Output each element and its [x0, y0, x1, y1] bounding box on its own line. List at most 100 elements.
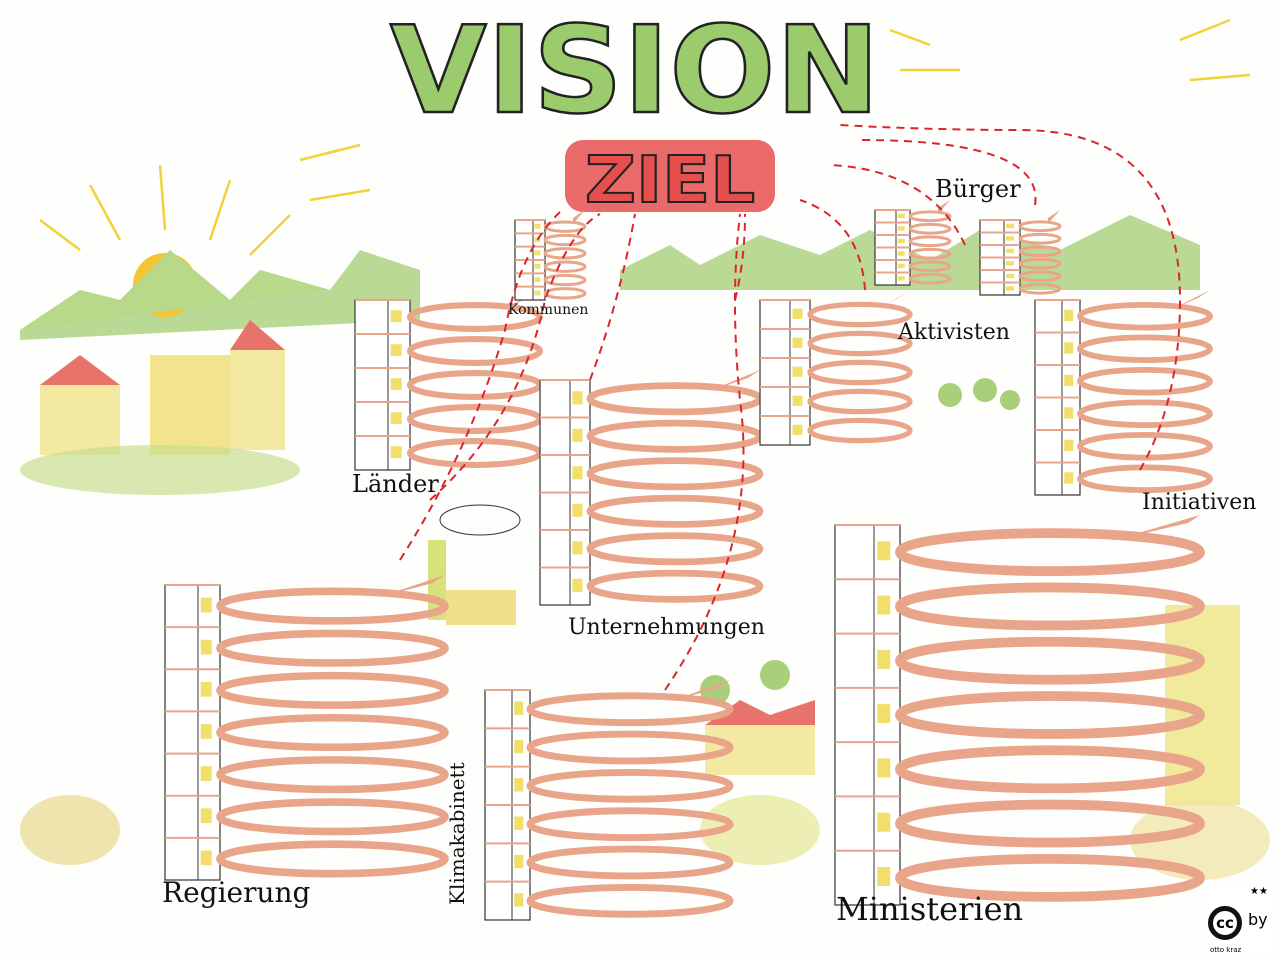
spiral-ramp	[406, 302, 544, 332]
spiral-tower	[834, 515, 1205, 906]
village	[20, 320, 300, 495]
spiral-ramp	[526, 845, 734, 880]
spiral-ramp	[895, 853, 1205, 902]
spiral-ramp	[216, 798, 449, 836]
vision-title: VISION ZIEL	[389, 1, 882, 219]
label-laender: Länder	[352, 470, 439, 498]
spiral-tower	[1034, 290, 1213, 496]
spiral-ramp	[216, 671, 449, 709]
dashed-path	[664, 213, 745, 691]
arrow-icon	[1048, 210, 1060, 224]
dashed-path	[839, 124, 1182, 471]
spiral-ramp	[1018, 270, 1062, 283]
spiral-tower	[514, 210, 587, 301]
spiral-ramp	[895, 691, 1205, 739]
vision-text: VISION	[390, 2, 880, 141]
spiral-ramp	[543, 287, 587, 300]
sun-ray	[1179, 18, 1231, 42]
spiral-ramp	[908, 222, 952, 235]
spiral-ramp	[586, 457, 764, 491]
arrow-icon	[880, 290, 910, 309]
trees	[938, 378, 1020, 410]
sun-ray	[208, 179, 232, 241]
spiral-ramp	[543, 220, 587, 233]
spiral-ramp	[895, 528, 1205, 577]
label-aktivisten: Aktivisten	[898, 320, 1010, 345]
spiral-tower	[979, 210, 1062, 296]
dashed-path	[399, 211, 561, 561]
spiral-ramp	[1077, 431, 1213, 461]
spiral-ramp	[406, 438, 544, 468]
sun-rays	[39, 18, 1251, 256]
spiral-ramp	[807, 301, 913, 328]
spiral-ramp	[543, 273, 587, 287]
spiral-ramp	[1077, 399, 1213, 429]
spiral-ramp	[543, 260, 587, 273]
spiral-tower	[539, 370, 764, 606]
spiral-ramp	[895, 745, 1205, 794]
spiral-ramp	[807, 417, 913, 444]
spiral-tower	[874, 200, 952, 286]
spiral-ramp	[586, 382, 764, 416]
spiral-ramp	[586, 569, 764, 603]
sun-ray	[299, 143, 361, 162]
arrow-icon	[1110, 515, 1200, 542]
spiral-ramp	[1018, 282, 1062, 295]
label-regierung: Regierung	[162, 876, 311, 909]
sun-ray	[309, 188, 371, 202]
spiral-ramp	[406, 404, 544, 434]
dashed-path	[859, 139, 1037, 206]
dashed-path	[734, 213, 746, 301]
cc-circle: cc	[1208, 906, 1242, 940]
spiral-ramp	[586, 494, 764, 528]
sun-ray	[889, 28, 931, 47]
label-ministerien: Ministerien	[836, 890, 1024, 928]
spiral-ramp	[1077, 464, 1213, 494]
spiral-ramp	[526, 768, 734, 803]
author: otto kraz	[1210, 946, 1242, 954]
spiral-ramp	[807, 330, 913, 357]
spiral-ramp	[586, 532, 764, 566]
spiral-ramp	[216, 629, 449, 667]
dashed-path	[429, 213, 601, 501]
spiral-ramp	[895, 799, 1205, 848]
spiral-ramp	[1018, 220, 1062, 233]
cc-by: by	[1248, 910, 1268, 929]
label-buerger: Bürger	[935, 175, 1021, 203]
spiral-ramp	[216, 840, 449, 878]
sun-ray	[88, 184, 122, 241]
spiral-ramp	[908, 260, 952, 273]
spiral-ramp	[908, 272, 952, 285]
sun-ray	[249, 214, 291, 256]
spiral-ramp	[526, 883, 734, 918]
spiral-ramp	[908, 235, 952, 248]
label-initiativen: Initiativen	[1142, 490, 1257, 515]
spiral-ramp	[216, 756, 449, 794]
spiral-ramp	[895, 582, 1205, 631]
spiral-ramp	[1077, 366, 1213, 396]
spiral-ramp	[406, 336, 544, 366]
houses	[700, 660, 820, 865]
cc-license-badge: ★★ cc by otto kraz	[1206, 884, 1276, 958]
spiral-ramp	[1077, 334, 1213, 364]
dashed-path	[799, 199, 866, 291]
sun-ray	[39, 219, 81, 251]
dashed-path	[829, 164, 966, 246]
arrow-icon	[709, 370, 760, 392]
label-unternehmungen: Unternehmungen	[568, 615, 765, 640]
arrow-icon	[573, 210, 585, 224]
sun-ray	[158, 164, 167, 231]
arrow-icon	[377, 575, 445, 598]
spiral-ramp	[1018, 245, 1062, 258]
dashed-path	[589, 213, 636, 381]
label-klimakabinett: Klimakabinett	[445, 762, 469, 905]
spiral-ramp	[216, 713, 449, 752]
sun-ray	[1189, 73, 1251, 82]
spiral-ramp	[586, 419, 764, 453]
stars-icon: ★★	[1250, 886, 1268, 897]
spiral-tower	[759, 290, 913, 446]
spiral-ramp	[895, 636, 1205, 685]
spiral-ramp	[908, 247, 952, 260]
